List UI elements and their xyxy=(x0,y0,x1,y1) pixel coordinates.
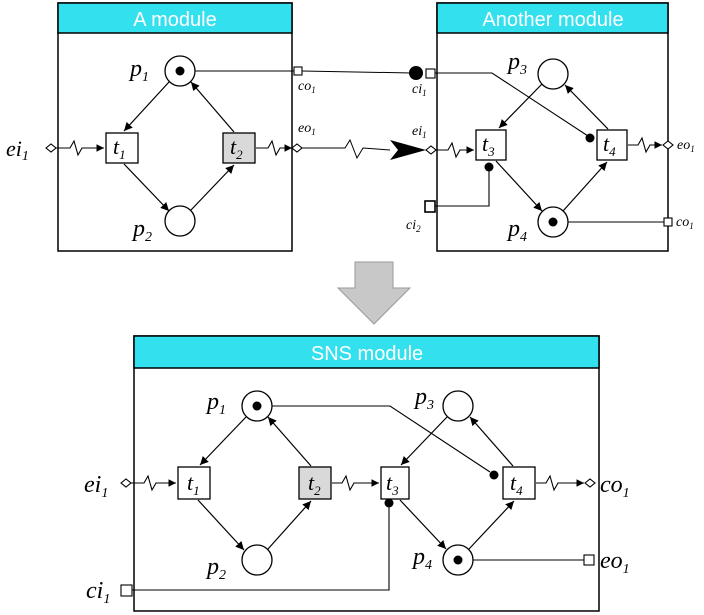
label-p2: p2 xyxy=(131,216,152,245)
label-p3: p3 xyxy=(413,384,434,413)
label-eo1: eo1 xyxy=(600,548,630,577)
label-eo1: eo1 xyxy=(298,121,316,137)
place-p2 xyxy=(241,544,273,576)
label-t2: t2 xyxy=(308,470,321,498)
port-ei1 xyxy=(45,143,57,153)
inter-module-links xyxy=(301,66,426,160)
token xyxy=(384,498,394,508)
token xyxy=(409,66,423,80)
label-eo1: eo1 xyxy=(677,138,695,154)
label-ei1: ei1 xyxy=(6,136,29,164)
transition-t4 xyxy=(502,466,536,500)
transition-t3 xyxy=(475,129,507,161)
transition-t3 xyxy=(380,466,410,500)
label-t4: t4 xyxy=(510,470,523,498)
token xyxy=(484,162,494,172)
transition-t1 xyxy=(105,132,139,164)
down-arrow xyxy=(336,261,412,325)
label-p3: p3 xyxy=(506,49,527,78)
token xyxy=(252,401,262,411)
transition-t1 xyxy=(177,466,211,500)
port-ei1 xyxy=(425,145,437,155)
label-ci1: ci1 xyxy=(86,578,110,607)
token xyxy=(453,555,463,565)
transition-t2 xyxy=(298,466,332,500)
sns-module-title: SNS module xyxy=(311,343,423,365)
port-eo1 xyxy=(662,140,674,150)
label-t3: t3 xyxy=(482,131,495,159)
label-ci2: ci2 xyxy=(406,218,421,234)
transition-t4 xyxy=(596,129,628,161)
a-module: A module p1 p2 t1 t2 ei1 co1 eo1 xyxy=(6,2,316,252)
label-t2: t2 xyxy=(230,134,243,162)
port-co1 xyxy=(584,478,596,488)
port-ei1 xyxy=(120,478,132,488)
label-p1: p1 xyxy=(128,56,149,85)
big-arrowhead xyxy=(390,140,426,160)
token xyxy=(548,217,558,227)
label-p4: p4 xyxy=(411,544,432,573)
port-ci1 xyxy=(120,584,133,597)
token xyxy=(175,66,185,76)
label-ei1: ei1 xyxy=(84,472,108,501)
port-eo1 xyxy=(583,554,595,566)
label-co1: co1 xyxy=(298,79,316,95)
label-p2: p2 xyxy=(205,554,226,583)
port-co1 xyxy=(293,66,303,76)
a-module-title-bar xyxy=(57,2,293,34)
label-t4: t4 xyxy=(603,131,616,159)
place-p3 xyxy=(537,58,569,90)
label-p4: p4 xyxy=(506,216,527,245)
label-p1: p1 xyxy=(205,389,226,418)
port-eo1 xyxy=(291,143,303,153)
another-module-title-bar xyxy=(436,2,669,34)
port-ci2 xyxy=(424,200,436,213)
token xyxy=(489,470,499,480)
label-co1: co1 xyxy=(676,215,694,231)
label-t1: t1 xyxy=(187,470,200,498)
label-t3: t3 xyxy=(386,470,399,498)
token xyxy=(585,133,595,143)
label-co1: co1 xyxy=(600,472,630,501)
port-co1 xyxy=(663,217,673,227)
label-t1: t1 xyxy=(113,134,126,162)
port-ci1 xyxy=(425,68,436,79)
place-p2 xyxy=(164,205,196,237)
a-module-title: A module xyxy=(133,9,216,31)
another-module-title: Another module xyxy=(482,9,623,31)
another-module: Another module p3 p4 t3 t xyxy=(406,2,695,252)
transition-t2 xyxy=(222,132,256,164)
label-ci1: ci1 xyxy=(412,82,427,98)
place-p3 xyxy=(442,390,474,422)
sns-module: SNS module xyxy=(84,335,630,612)
label-ei1: ei1 xyxy=(412,124,427,140)
sns-module-title-bar xyxy=(133,335,600,369)
